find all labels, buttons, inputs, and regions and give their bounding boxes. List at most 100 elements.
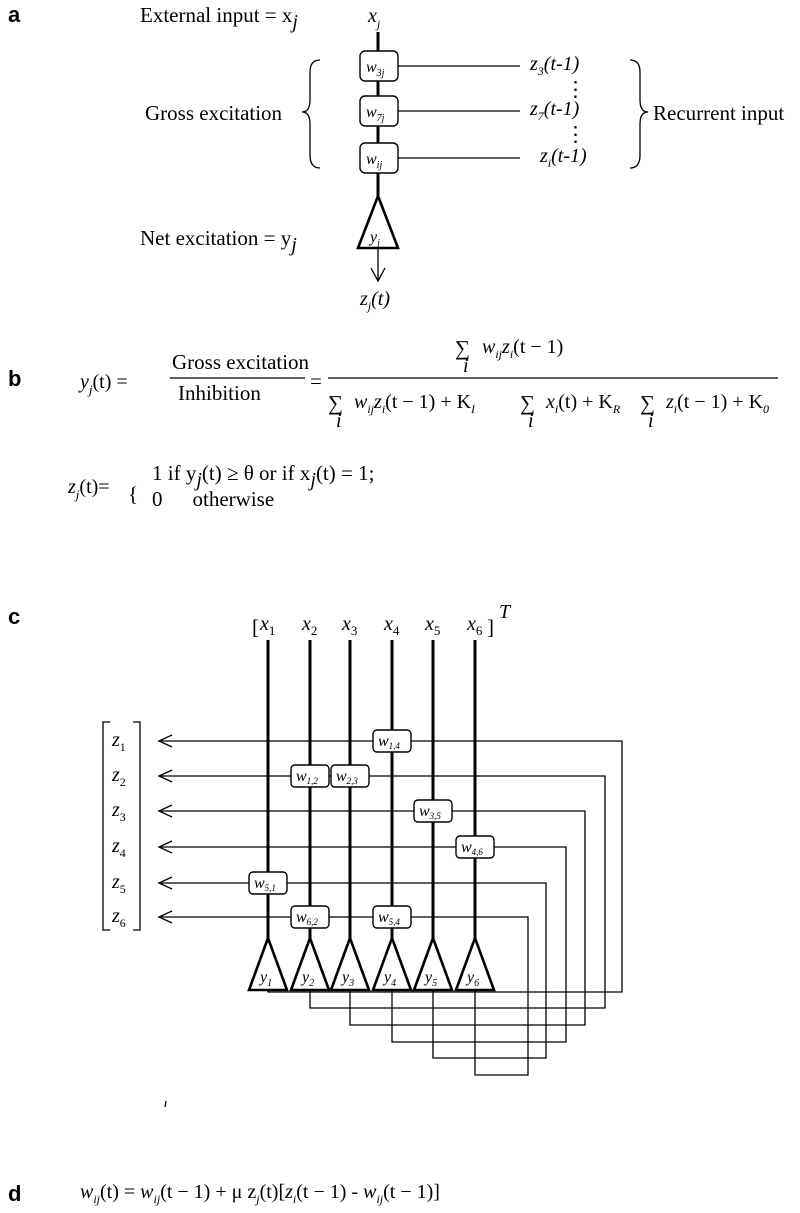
- b-den-sum2: ∑: [520, 391, 535, 415]
- c-x-bracket-open: [: [252, 615, 259, 639]
- b-den-term: wijzi(t − 1) + KI: [354, 391, 476, 416]
- c-z-label-1: z1: [111, 729, 126, 754]
- panel-label-b: b: [8, 366, 21, 391]
- d-equation: wij(t) = wij(t − 1) + μ zj(t)[zi(t − 1) …: [80, 1181, 440, 1206]
- svg-text:i: i: [528, 410, 534, 432]
- svg-text:w7j: w7j: [366, 104, 385, 124]
- b-num-sum-idx: i: [463, 355, 469, 377]
- c-neuron-label-6: y6: [465, 969, 479, 989]
- c-neuron-label-4: y4: [382, 969, 396, 989]
- b-z-lhs: zj(t)=: [67, 476, 110, 502]
- panel-label-c: c: [8, 604, 20, 629]
- b-den-sum3: ∑: [640, 391, 655, 415]
- svg-text:w6,2: w6,2: [296, 909, 318, 927]
- c-feedback-loop-2: [160, 775, 606, 1009]
- b-den-sum1: ∑: [328, 391, 343, 415]
- b-cases-brace: {: [128, 482, 138, 506]
- b-num-term: wijzi(t − 1): [482, 336, 563, 361]
- dots-1: ⋮: [565, 77, 586, 101]
- panel-label-a: a: [8, 2, 21, 27]
- svg-text:w2,3: w2,3: [336, 768, 358, 786]
- c-x-label-4: x4: [383, 613, 400, 638]
- panel-a: External input = xj xj w3j z3(t-1) w7j z…: [140, 3, 784, 313]
- c-neuron-2: [289, 934, 331, 992]
- c-x-label-5: x5: [424, 613, 440, 638]
- c-x-label-3: x3: [341, 613, 357, 638]
- c-neuron-label-3: y3: [340, 969, 354, 989]
- panel-label-d: d: [8, 1181, 21, 1206]
- c-transpose: T: [499, 601, 512, 623]
- c-x-label-6: x6: [466, 613, 483, 638]
- recurrent-z3: z3(t-1): [529, 53, 580, 78]
- c-z-label-2: z2: [111, 764, 126, 789]
- b-num-sum: ∑: [455, 336, 470, 360]
- c-feedback-loop-5: [160, 882, 547, 1059]
- c-z-label-3: z3: [111, 799, 126, 824]
- weight-wij: wij zi(t-1): [359, 142, 587, 174]
- c-z-label-5: z5: [111, 871, 126, 896]
- c-arrowhead-z5: [157, 876, 173, 890]
- c-feedback-loop-4: [160, 846, 567, 1043]
- c-weight-w3-5: w3,5: [413, 799, 453, 823]
- c-arrowhead-z4: [157, 840, 173, 854]
- weight-w7j: w7j z7(t-1): [359, 95, 580, 127]
- c-neuron-label-2: y2: [300, 969, 314, 989]
- svg-text:w4,6: w4,6: [461, 839, 483, 857]
- b-lhs: yj(t) =: [78, 371, 128, 397]
- c-arrowhead-z3: [157, 804, 173, 818]
- neuron-label: yj: [368, 229, 380, 249]
- svg-text:i: i: [336, 410, 342, 432]
- gross-brace: [301, 59, 321, 169]
- c-weight-w6-2: w6,2: [290, 905, 330, 929]
- svg-text:w3,5: w3,5: [419, 803, 441, 821]
- c-weight-w1-4: w1,4: [372, 729, 412, 753]
- output-zj: zj(t): [359, 288, 390, 313]
- svg-text:w5,1: w5,1: [254, 875, 276, 893]
- c-feedback-loop-1: [160, 740, 623, 993]
- stray-mark: [164, 1100, 167, 1108]
- svg-text:zi(t − 1) + K0: zi(t − 1) + K0: [665, 391, 769, 416]
- recurrent-input-label: Recurrent input: [653, 101, 784, 125]
- c-weight-w5-4: w5,4: [372, 905, 412, 929]
- net-excitation-label: Net excitation = yj: [140, 226, 297, 256]
- c-weight-w4-6: w4,6: [455, 835, 495, 859]
- recurrent-brace: [629, 59, 649, 169]
- svg-text:w1,2: w1,2: [296, 768, 318, 786]
- c-z-bracket-close: [133, 721, 141, 931]
- top-input-var: xj: [367, 5, 381, 31]
- panel-b: yj(t) = Gross excitation Inhibition = ∑ …: [67, 336, 778, 511]
- c-neuron-label-1: y1: [258, 969, 272, 989]
- c-x-bracket-close: ]: [487, 615, 494, 639]
- c-neuron-1: [247, 934, 289, 992]
- c-weight-w5-1: w5,1: [248, 871, 288, 895]
- c-neuron-5: [412, 934, 454, 992]
- c-neuron-label-5: y5: [423, 969, 437, 989]
- c-neuron-4: [371, 934, 413, 992]
- c-z-label-6: z6: [111, 905, 126, 930]
- c-arrowhead-z1: [157, 734, 173, 748]
- svg-text:wij: wij: [366, 151, 382, 171]
- c-z-bracket-open: [102, 721, 110, 931]
- c-weight-w2-3: w2,3: [330, 764, 370, 788]
- svg-text:w1,4: w1,4: [378, 733, 400, 751]
- c-neuron-3: [329, 934, 371, 992]
- dots-2: ⋮: [565, 122, 586, 146]
- c-weight-w1-2: w1,2: [290, 764, 330, 788]
- b-frac1-den: Inhibition: [178, 381, 261, 405]
- recurrent-z7: z7(t-1): [529, 98, 580, 123]
- svg-text:w5,4: w5,4: [378, 909, 400, 927]
- c-neuron-6: [454, 934, 496, 992]
- svg-text:w3j: w3j: [366, 59, 385, 79]
- c-arrowhead-z6: [157, 910, 173, 924]
- recurrent-zi: zi(t-1): [539, 145, 587, 170]
- c-x-label-1: x1: [259, 613, 275, 638]
- gross-excitation-label: Gross excitation: [145, 101, 283, 125]
- panel-c: [ ] T x1 x2 x3 x4 x5 x6 z1 z2 z3 z4 z5 z6 y1 y2 y3 y4 y5…: [102, 601, 623, 1076]
- weight-w3j: w3j z3(t-1): [359, 50, 580, 82]
- c-x-label-2: x2: [301, 613, 317, 638]
- b-case1: 1 if yj(t) ≥ θ or if xj(t) = 1;: [152, 461, 374, 491]
- external-input-label: External input = xj: [140, 3, 298, 33]
- c-z-label-4: z4: [111, 835, 126, 860]
